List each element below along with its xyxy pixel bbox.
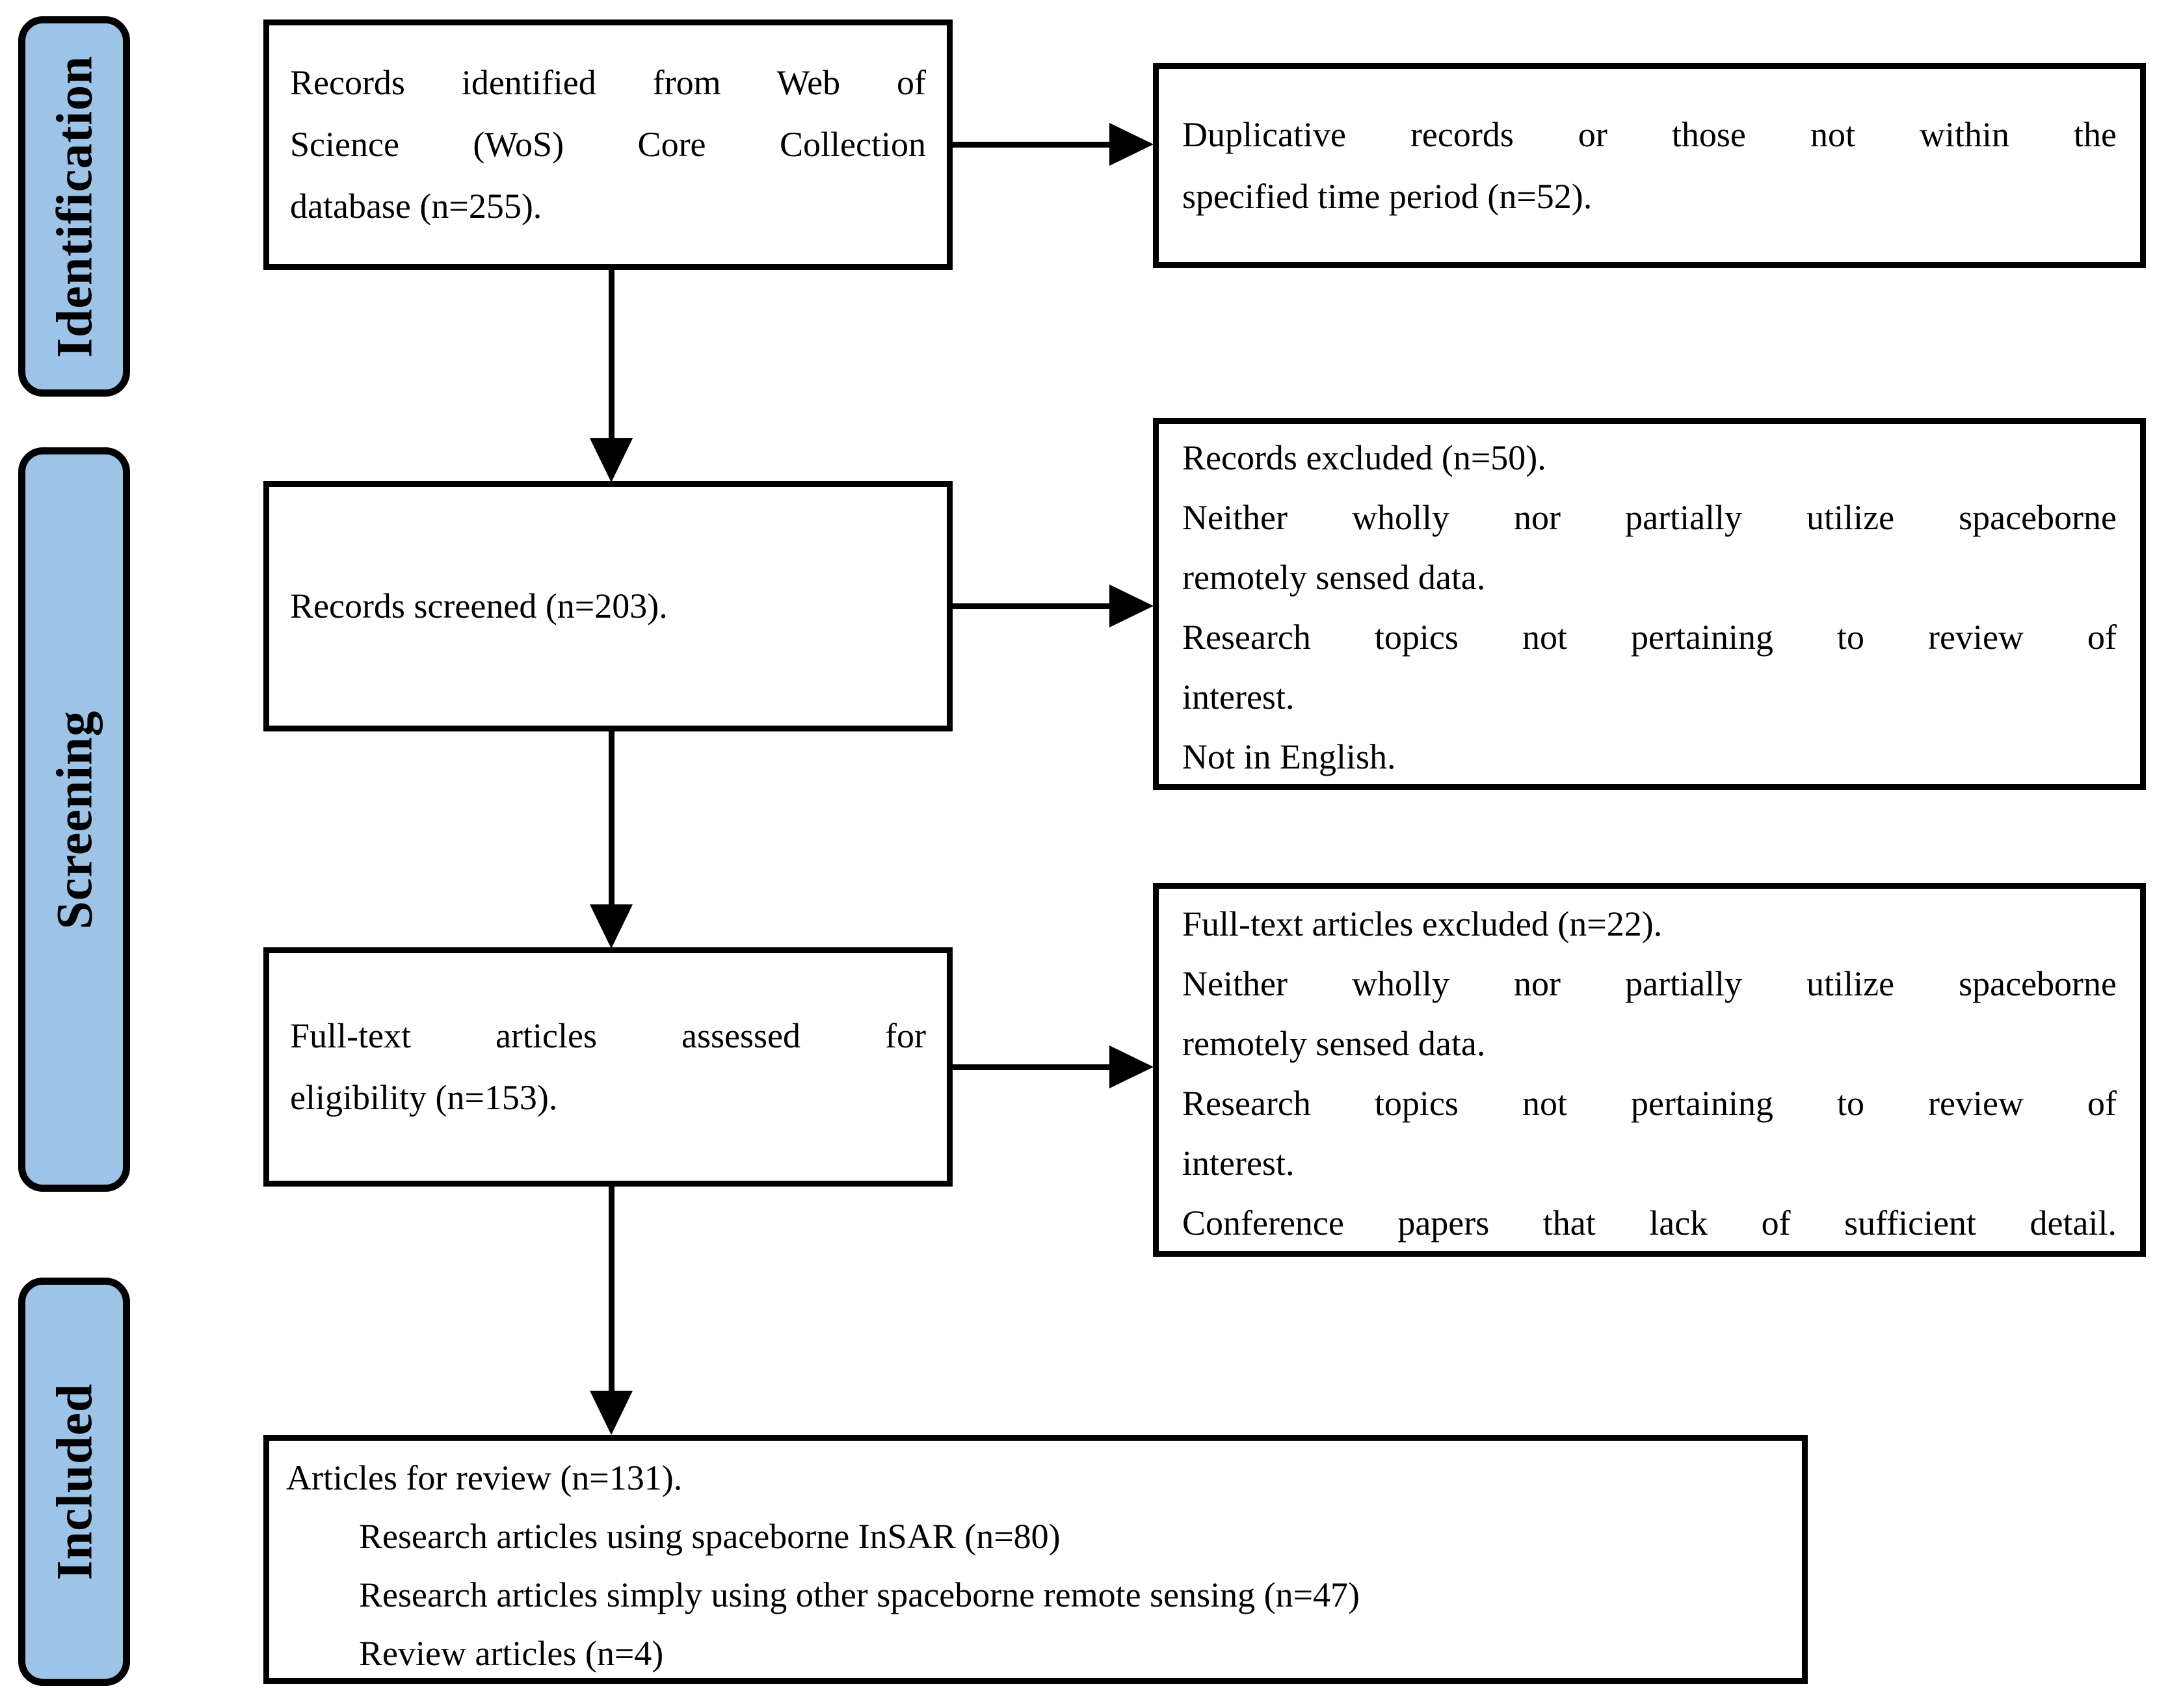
box-records-identified: Records identified from Web of Science (…	[263, 20, 953, 270]
arrowhead-right-icon	[1109, 585, 1154, 627]
box-line: Research topics not pertaining to review…	[1182, 618, 2117, 657]
box-line: Conference papers that lack of sufficien…	[1182, 1203, 2117, 1242]
stage-label-screening-text: Screening	[46, 710, 103, 929]
box-line: interest.	[1182, 677, 1295, 716]
box-duplicative-records: Duplicative records or those not within …	[1153, 63, 2146, 268]
box-line: Review articles (n=4)	[359, 1634, 664, 1673]
box-line: Neither wholly nor partially utilize spa…	[1182, 498, 2117, 537]
arrowhead-right-icon	[1109, 1045, 1154, 1088]
box-line: specified time period (n=52).	[1182, 176, 1593, 216]
arrowhead-down-icon	[590, 904, 633, 949]
box-records-excluded: Records excluded (n=50). Neither wholly …	[1153, 418, 2146, 790]
box-fulltext-excluded: Full-text articles excluded (n=22). Neit…	[1153, 883, 2146, 1257]
box-line: interest.	[1182, 1144, 1295, 1183]
box-line: eligibility (n=153).	[290, 1078, 558, 1117]
connector-screened-to-fulltext	[609, 731, 615, 910]
connector-fulltext-to-excluded	[953, 1064, 1115, 1070]
box-line: Duplicative records or those not within …	[1182, 114, 2117, 154]
box-line: Records screened (n=203).	[290, 586, 668, 625]
stage-label-included: Included	[18, 1278, 130, 1686]
stage-label-included-text: Included	[46, 1383, 103, 1581]
arrowhead-right-icon	[1109, 123, 1154, 166]
stage-label-identification: Identification	[18, 16, 130, 397]
box-records-screened: Records screened (n=203).	[263, 481, 953, 731]
connector-fulltext-to-included	[609, 1187, 615, 1396]
box-line: remotely sensed data.	[1182, 1024, 1486, 1063]
box-line: Full-text articles assessed for	[290, 1016, 926, 1055]
box-line: database (n=255).	[290, 187, 542, 226]
stage-label-identification-text: Identification	[46, 55, 103, 358]
box-line: Records identified from Web of	[290, 63, 926, 102]
box-line: Research articles using spaceborne InSAR…	[359, 1517, 1061, 1556]
box-fulltext-assessed: Full-text articles assessed for eligibil…	[263, 947, 953, 1187]
box-line: Research topics not pertaining to review…	[1182, 1084, 2117, 1123]
box-line: Records excluded (n=50).	[1182, 438, 1546, 477]
connector-identified-to-duplicative	[953, 142, 1115, 148]
box-line: Neither wholly nor partially utilize spa…	[1182, 964, 2117, 1003]
box-articles-for-review: Articles for review (n=131). Research ar…	[263, 1435, 1808, 1684]
box-line: Full-text articles excluded (n=22).	[1182, 904, 1663, 943]
connector-identified-to-screened	[609, 270, 615, 443]
arrowhead-down-icon	[590, 1391, 633, 1435]
box-line: Not in English.	[1182, 737, 1396, 776]
arrowhead-down-icon	[590, 438, 633, 482]
box-line: Research articles simply using other spa…	[359, 1575, 1360, 1614]
box-line: Science (WoS) Core Collection	[290, 125, 926, 164]
stage-label-screening: Screening	[18, 447, 130, 1192]
connector-screened-to-excluded	[953, 603, 1115, 609]
box-line: remotely sensed data.	[1182, 558, 1486, 597]
box-line: Articles for review (n=131).	[286, 1458, 683, 1497]
